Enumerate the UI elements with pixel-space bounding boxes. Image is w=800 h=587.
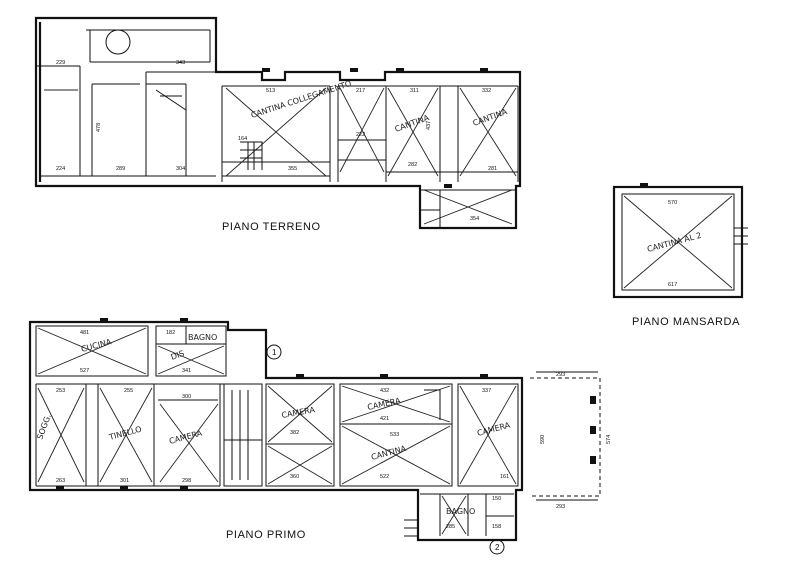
dim-570: 570 — [668, 200, 677, 206]
note-camera-2: CAMERA — [281, 405, 316, 420]
dim-229: 229 — [56, 60, 65, 66]
dim-161: 161 — [500, 474, 509, 480]
dim-300: 300 — [182, 394, 191, 400]
stair-marker-2 — [489, 539, 505, 555]
stair-marker-1 — [266, 344, 282, 360]
title-piano-terreno: PIANO TERRENO — [222, 221, 321, 233]
dim-617: 617 — [668, 282, 677, 288]
dim-263: 263 — [56, 478, 65, 484]
dim-574: 574 — [606, 435, 612, 444]
dim-355: 355 — [288, 166, 297, 172]
dim-182: 182 — [166, 330, 175, 336]
dim-481: 481 — [80, 330, 89, 336]
first-floor-plan: 1 2 481 527 182 341 253 255 300 263 301 … — [28, 318, 612, 555]
dim-282: 282 — [408, 162, 417, 168]
dim-281: 281 — [488, 166, 497, 172]
note-camera-3: CAMERA — [367, 396, 402, 412]
title-piano-mansarda: PIANO MANSARDA — [632, 316, 740, 328]
note-attic: CANTINA AL 2 — [646, 231, 702, 254]
dim-341: 341 — [182, 368, 191, 374]
dim-298: 298 — [182, 478, 191, 484]
stair-marker-1-label: 1 — [272, 348, 277, 357]
note-cucina: CUCINA — [80, 337, 113, 354]
dim-332: 332 — [482, 88, 491, 94]
dim-164: 164 — [238, 136, 247, 142]
dim-527: 527 — [80, 368, 89, 374]
dim-289: 289 — [116, 166, 125, 172]
dim-478: 478 — [96, 123, 102, 132]
dim-421: 421 — [380, 416, 389, 422]
dim-150: 150 — [492, 496, 501, 502]
dim-301: 301 — [120, 478, 129, 484]
note-soggiorno: SOGG. — [35, 413, 52, 441]
note-dis: DIS — [170, 349, 186, 362]
note-tinello: TINELLO — [107, 425, 142, 443]
dim-255: 255 — [124, 388, 133, 394]
dim-432: 432 — [380, 388, 389, 394]
dim-337: 337 — [482, 388, 491, 394]
dim-522: 522 — [380, 474, 389, 480]
dim-158: 158 — [492, 524, 501, 530]
dim-253: 253 — [56, 388, 65, 394]
note-cantina-collegamento: CANTINA COLLEGAMENTO — [250, 79, 353, 120]
dim-222: 222 — [356, 132, 365, 138]
stair-marker-2-label: 2 — [495, 543, 500, 552]
dim-513: 513 — [266, 88, 275, 94]
title-piano-primo: PIANO PRIMO — [226, 529, 306, 541]
dim-533: 533 — [390, 432, 399, 438]
note-bagno: BAGNO — [188, 333, 217, 342]
dim-293-bottom: 293 — [556, 504, 565, 510]
note-bagno-2: BAGNO — [446, 507, 475, 516]
dim-304: 304 — [176, 166, 185, 172]
attic-plan: 570 617 CANTINA AL 2 PIANO MANSARDA — [612, 183, 748, 328]
note-cantina-3: CANTINA — [472, 107, 509, 128]
note-camera-1: CAMERA — [168, 428, 203, 446]
dim-224: 224 — [56, 166, 65, 172]
dim-285: 285 — [446, 524, 455, 530]
dim-382: 382 — [290, 430, 299, 436]
ground-floor-plan: 229 343 513 217 311 332 224 289 304 355 … — [34, 16, 522, 233]
dim-217: 217 — [356, 88, 365, 94]
dim-437: 437 — [426, 121, 432, 130]
dim-293-top: 293 — [556, 372, 565, 378]
dim-590: 590 — [540, 435, 546, 444]
dim-311: 311 — [410, 88, 419, 94]
dim-354: 354 — [470, 216, 479, 222]
dim-360: 360 — [290, 474, 299, 480]
dim-343: 343 — [176, 60, 185, 66]
